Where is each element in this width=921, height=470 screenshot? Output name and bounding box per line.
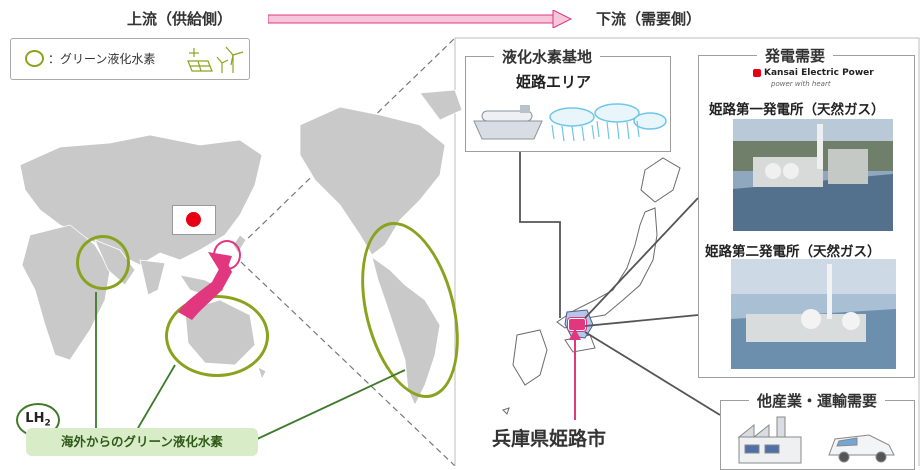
lh2-base-panel: 液化水素基地 姫路エリア	[465, 46, 671, 152]
import-arrow	[178, 252, 232, 320]
plant1-photo	[733, 119, 893, 231]
lh2-label: LH	[25, 411, 45, 426]
other-demand-panel: 他産業・運輸需要	[720, 390, 915, 470]
green-import-bar: 海外からのグリーン液化水素	[26, 428, 258, 456]
company-name: Kansai Electric Power	[764, 68, 874, 78]
australia-ring	[165, 295, 269, 377]
japan-flag-icon	[172, 205, 216, 235]
flow-arrow	[268, 10, 573, 28]
lh2-base-area: 姫路エリア	[516, 73, 592, 91]
legend-ring-icon	[25, 50, 44, 67]
company-tagline: power with heart	[771, 80, 831, 88]
downstream-header: 下流（需要側）	[596, 10, 702, 28]
factory-car-illustration	[737, 416, 895, 464]
lh2-subscript: 2	[44, 418, 51, 429]
middle-east-ring	[76, 235, 130, 290]
lh2-base-title: 液化水素基地	[494, 46, 601, 67]
legend-label: ：グリーン液化水素	[48, 52, 156, 66]
upstream-header: 上流（供給側）	[127, 10, 233, 28]
plant2-photo	[731, 259, 896, 369]
plant2-label: 姫路第二発電所（天然ガス）	[705, 244, 881, 260]
kepco-logo: Kansai Electric Power	[753, 68, 874, 78]
other-demand-title: 他産業・運輸需要	[749, 390, 886, 411]
legend: ：グリーン液化水素	[10, 38, 250, 80]
plant1-label: 姫路第一発電所（天然ガス）	[709, 102, 885, 118]
solar-wind-icon	[187, 46, 244, 73]
ship-tanks-illustration	[473, 103, 667, 142]
city-label: 兵庫県姫路市	[492, 428, 607, 450]
power-demand-title: 発電需要	[757, 45, 834, 66]
kepco-logo-icon	[753, 68, 761, 77]
power-demand-panel: 発電需要 Kansai Electric Power power with he…	[698, 45, 915, 378]
himeji-marker-icon	[568, 318, 586, 331]
import-lines	[95, 292, 406, 441]
